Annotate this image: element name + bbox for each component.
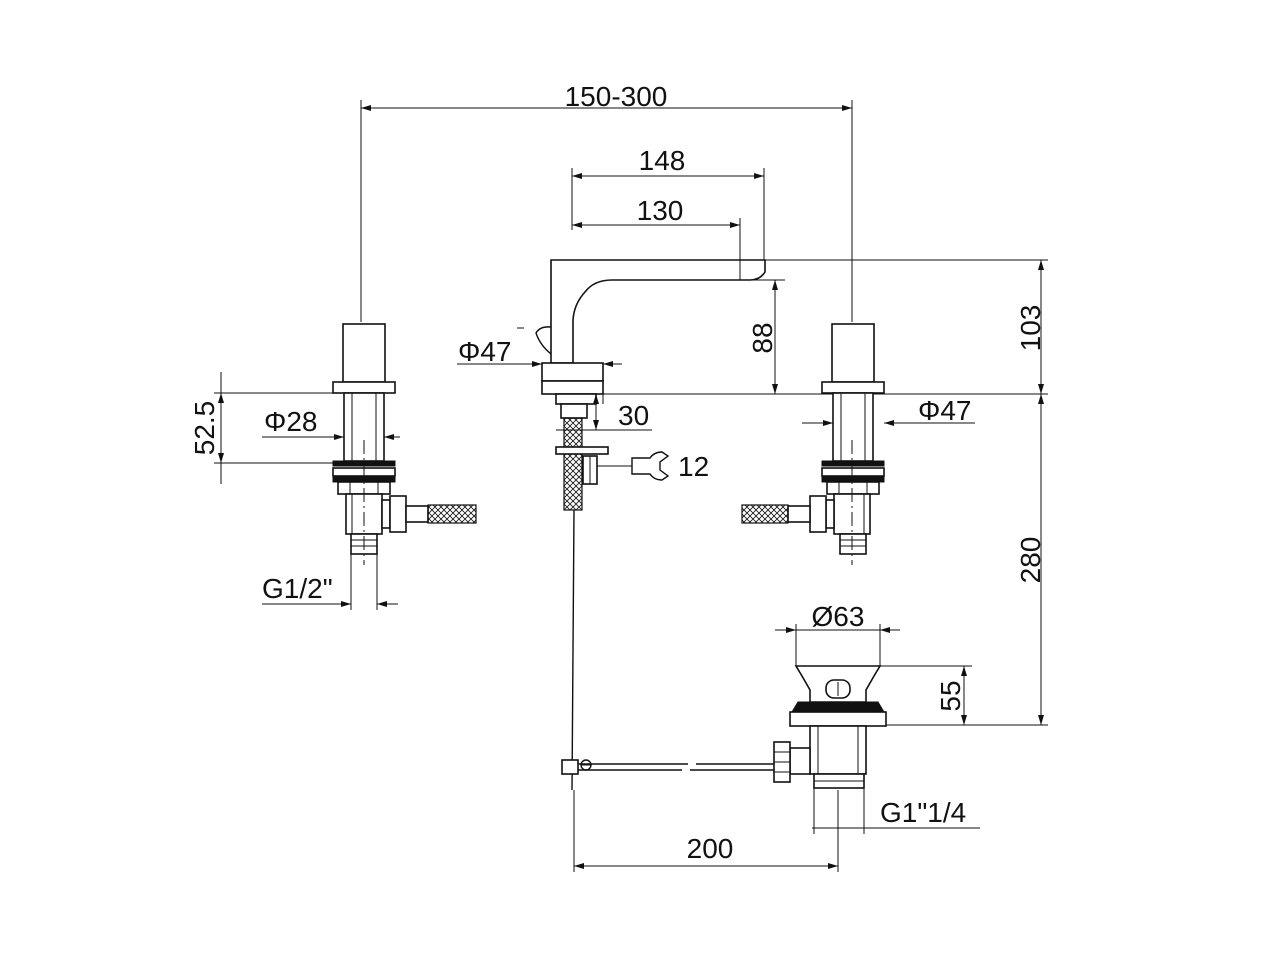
spout-base-dia-label: Φ47 (458, 336, 511, 367)
left-handle-valve (332, 323, 477, 565)
spout-reach-outer-label: 148 (639, 145, 686, 176)
pop-up-height-label: 55 (935, 680, 966, 711)
pop-up-waste (561, 665, 887, 789)
spout-reach-inner-dimension: 130 (572, 195, 741, 280)
handle-base-dia-dimension: Φ47 (802, 395, 975, 426)
pop-up-dia-dimension: Ø63 (775, 601, 900, 666)
handle-base-dia-label: Φ47 (918, 395, 971, 426)
spanner-icon (631, 451, 670, 481)
vertical-span-dimension: 280 (1015, 394, 1046, 725)
waste-thread-label: G1"1/4 (880, 797, 966, 828)
spout-height-label: 88 (747, 322, 778, 353)
shank-dia-label: Φ28 (264, 406, 317, 437)
total-height-dimension: 103 (765, 259, 1048, 394)
deck-thickness-dimension: 30 (556, 394, 652, 431)
spout-base-dia-dimension: Φ47 (457, 336, 622, 367)
shank-dia-dimension: Φ28 (262, 406, 400, 440)
connection-thread-dimension: G1/2" (262, 554, 398, 610)
spout (517, 259, 766, 791)
rod-length-label: 200 (687, 833, 734, 864)
deck-thickness-label: 30 (618, 400, 649, 431)
rod-length-dimension: 200 (573, 790, 839, 872)
vertical-span-label: 280 (1015, 537, 1046, 584)
pop-up-dia-label: Ø63 (812, 601, 865, 632)
spread-dimension: 150-300 (360, 81, 853, 322)
connection-thread-label: G1/2" (262, 573, 333, 604)
pop-up-height-dimension: 55 (880, 665, 1048, 726)
shank-height-dimension: 52.5 (189, 372, 343, 484)
shank-height-label: 52.5 (189, 401, 220, 456)
spanner-label: 12 (678, 451, 709, 482)
spout-height-dimension: 88 (603, 279, 1048, 395)
spanner-dimension: 12 (597, 451, 709, 482)
waste-thread-dimension: G1"1/4 (812, 788, 980, 834)
spout-reach-inner-label: 130 (637, 195, 684, 226)
spread-label: 150-300 (565, 81, 668, 112)
spout-reach-outer-dimension: 148 (571, 145, 765, 260)
total-height-label: 103 (1015, 305, 1046, 352)
right-handle-valve (741, 323, 885, 565)
